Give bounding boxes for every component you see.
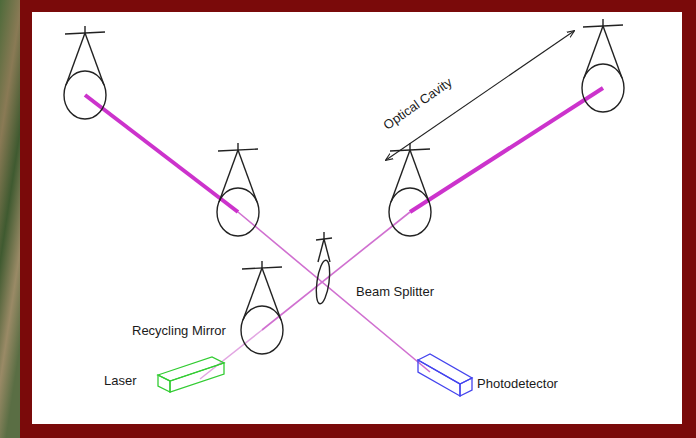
aerial-photo (0, 0, 20, 438)
suspended-mirrors (64, 19, 624, 354)
red-frame (20, 0, 696, 438)
mirror-symbol (241, 261, 283, 354)
mirror-symbol (217, 143, 259, 236)
mirror-symbol (64, 26, 106, 119)
cavity-arrow (386, 31, 574, 160)
beam-splitter-symbol (314, 232, 332, 305)
mirror-symbol (389, 143, 431, 236)
part-label: Laser (104, 374, 137, 388)
mirror-symbol (582, 19, 624, 112)
part-label: Photodetector (477, 377, 558, 391)
part-label: Beam Splitter (356, 285, 434, 299)
white-panel (32, 12, 682, 424)
photodetector-box (418, 354, 472, 396)
laser-beams (85, 88, 603, 379)
laser-box (158, 357, 224, 392)
part-label: Recycling Mirror (132, 324, 226, 338)
